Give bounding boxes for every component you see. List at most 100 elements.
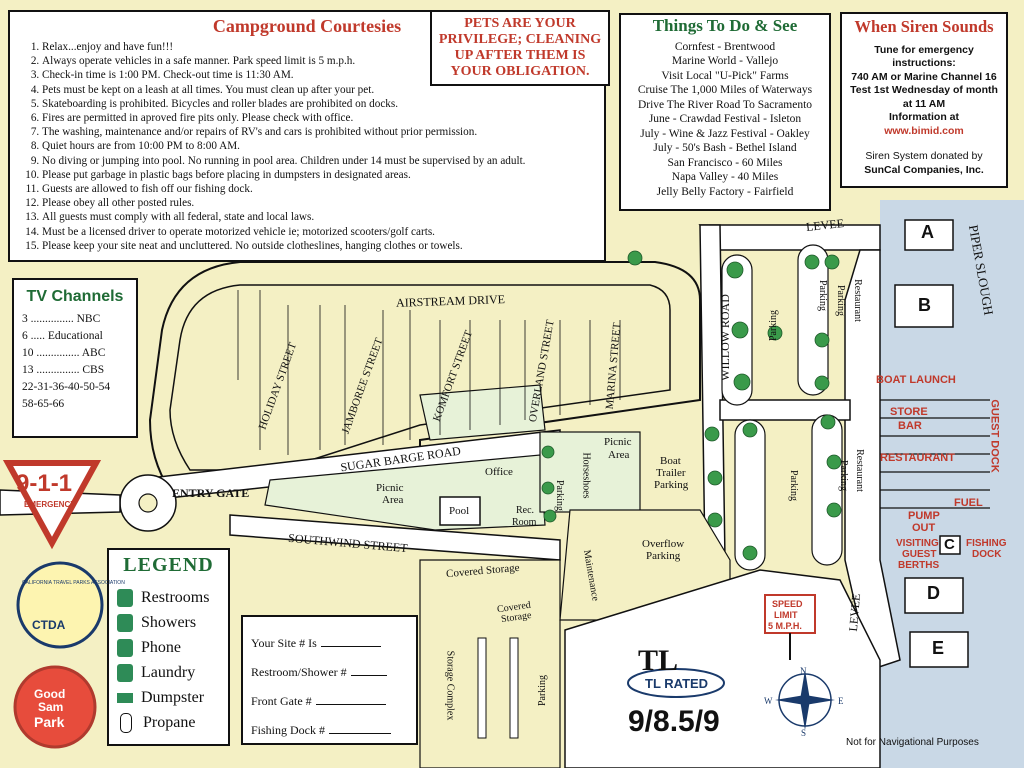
courtesy-item: Please keep your site neat and unclutter… [42,239,594,253]
things-item: Drive The River Road To Sacramento [637,98,813,111]
bar-label: BAR [898,420,922,432]
tv-row: 6 ..... Educational [22,330,103,342]
siren-website-link[interactable]: www.bimid.com [884,124,964,137]
visiting-berths-label: BERTHS [898,560,940,571]
dock-a-label: A [921,222,934,242]
pool-label: Pool [449,505,470,517]
site-field-blank [350,675,387,676]
tv-row: 22-31-36-40-50-54 [22,381,111,393]
site-field: Fishing Dock # [251,716,408,745]
rec-room-label: Room [512,517,537,528]
site-grid [237,290,621,455]
speed-limit-sign [764,594,816,660]
restaurant-parking-label: Parking [838,459,850,492]
pets-notice-line: PETS ARE YOUR [464,16,576,31]
parking-label: Parking [788,469,800,502]
fishing-dock-label: FISHING [966,538,1007,549]
boat-trailer-label: Parking [654,479,689,491]
compass-rose [775,670,835,730]
picnic-area-label: Area [382,494,404,506]
dock-e-rect [909,631,969,668]
site-field-label: Your Site # Is [251,636,317,650]
pump-out-label: OUT [912,522,936,534]
levee-road-top [698,224,881,251]
legend-row-restrooms: Restrooms [117,585,220,610]
dock-c-rect [939,535,961,555]
tv-title: TV Channels [26,288,124,305]
site-field-label: Front Gate # [251,694,312,708]
things-title: Things To Do & See [652,16,798,35]
courtesy-item: Fires are permitted in aproved fire pits… [42,111,594,125]
good-sam-badge [13,665,97,749]
boat-trailer-label: Trailer [656,467,686,479]
fuel-label: FUEL [954,497,983,509]
courtesy-item: Quiet hours are from 10:00 PM to 8:00 AM… [42,139,594,153]
things-item: Cornfest - Brentwood [674,40,776,53]
overflow-parking-label: Parking [646,550,681,562]
picnic-area-label: Picnic [604,436,632,448]
speed-limit-text: 5 M.P.H. [768,621,802,631]
legend-label: Phone [141,638,181,656]
legend-row-propane: Propane [117,710,220,735]
courtesy-item: All guests must comply with all federal,… [42,210,594,224]
courtesy-item: Always operate vehicles in a safe manner… [42,54,594,68]
parking-island-lower-left [734,419,766,571]
good-sam-text: Park [34,714,65,730]
courtesies-title: Campground Courtesies [212,16,402,36]
dock-c-label: C [944,536,955,553]
courtesy-item: Please obey all other posted rules. [42,196,594,210]
legend-label: Propane [143,713,196,731]
legend-label: Restrooms [141,588,210,606]
guest-dock-label: GUEST DOCK [988,399,1001,473]
pool-shape [439,496,481,526]
picnic-area-label: Area [608,449,630,461]
picnic-area-2 [539,431,641,513]
legend-panel: LEGEND Restrooms Showers Phone Laundry D… [107,548,230,746]
good-sam-text: Good [34,687,66,701]
emergency-911-number: 9-1-1 [16,470,73,497]
siren-line: Tune for emergency instructions: [874,43,974,70]
restaurant-parking-label: Restaurant [853,449,865,492]
restaurant-parking-label: Restaurant [851,279,863,322]
tv-row: 58-65-66 [22,398,65,410]
ctda-label: CTDA [32,618,66,632]
your-site-card: Your Site # Is Restroom/Shower # Front G… [241,615,418,745]
store-label: STORE [890,406,928,418]
compass-west: W [764,696,773,706]
site-field: Front Gate # [251,687,408,716]
courtesy-item: No diving or jumping into pool. No runni… [42,154,594,168]
tv-row: 10 ............... ABC [22,347,106,359]
willow-road-label: WILLOW ROAD [717,294,732,381]
things-to-do-panel: Things To Do & See Cornfest - Brentwood … [619,13,831,211]
pets-notice-line: PRIVILEGE; CLEANING [438,32,602,47]
emergency-911-triangle [2,460,102,550]
things-item: July - Wine & Jazz Festival - Oakley [640,127,810,140]
restaurant-label: RESTAURANT [880,452,955,464]
boat-trailer-label: Boat [660,455,681,467]
tv-channels-panel: TV Channels 3 ............... NBC 6 ....… [12,278,138,438]
phone-icon [117,638,133,657]
park-outer-road [148,261,701,491]
storage-complex-area [419,559,561,768]
propane-icon [120,712,132,733]
restaurant-parking-label: Parking [835,284,847,317]
things-item: Jelly Belly Factory - Fairfield [656,185,794,198]
parking-label: Parking [554,479,566,512]
siren-line: 740 AM or Marine Channel 16 [851,70,997,83]
pets-notice-line: YOUR OBLIGATION. [450,64,590,79]
tl-rated-logo [627,668,725,698]
tv-row: 3 ............... NBC [22,313,101,325]
horseshoes-label: Horseshoes [580,452,592,499]
site-field-label: Fishing Dock # [251,723,326,737]
rec-room-label: Rec. [516,505,535,516]
piers [880,399,990,509]
tv-row: 13 ............... CBS [22,364,105,376]
dumpster-icon [117,692,133,703]
things-item: Marine World - Vallejo [671,55,779,67]
legend-title: LEGEND [123,554,214,576]
site-field-blank [315,704,386,705]
siren-panel: When Siren Sounds Tune for emergency ins… [840,12,1008,188]
laundry-icon [117,663,133,682]
